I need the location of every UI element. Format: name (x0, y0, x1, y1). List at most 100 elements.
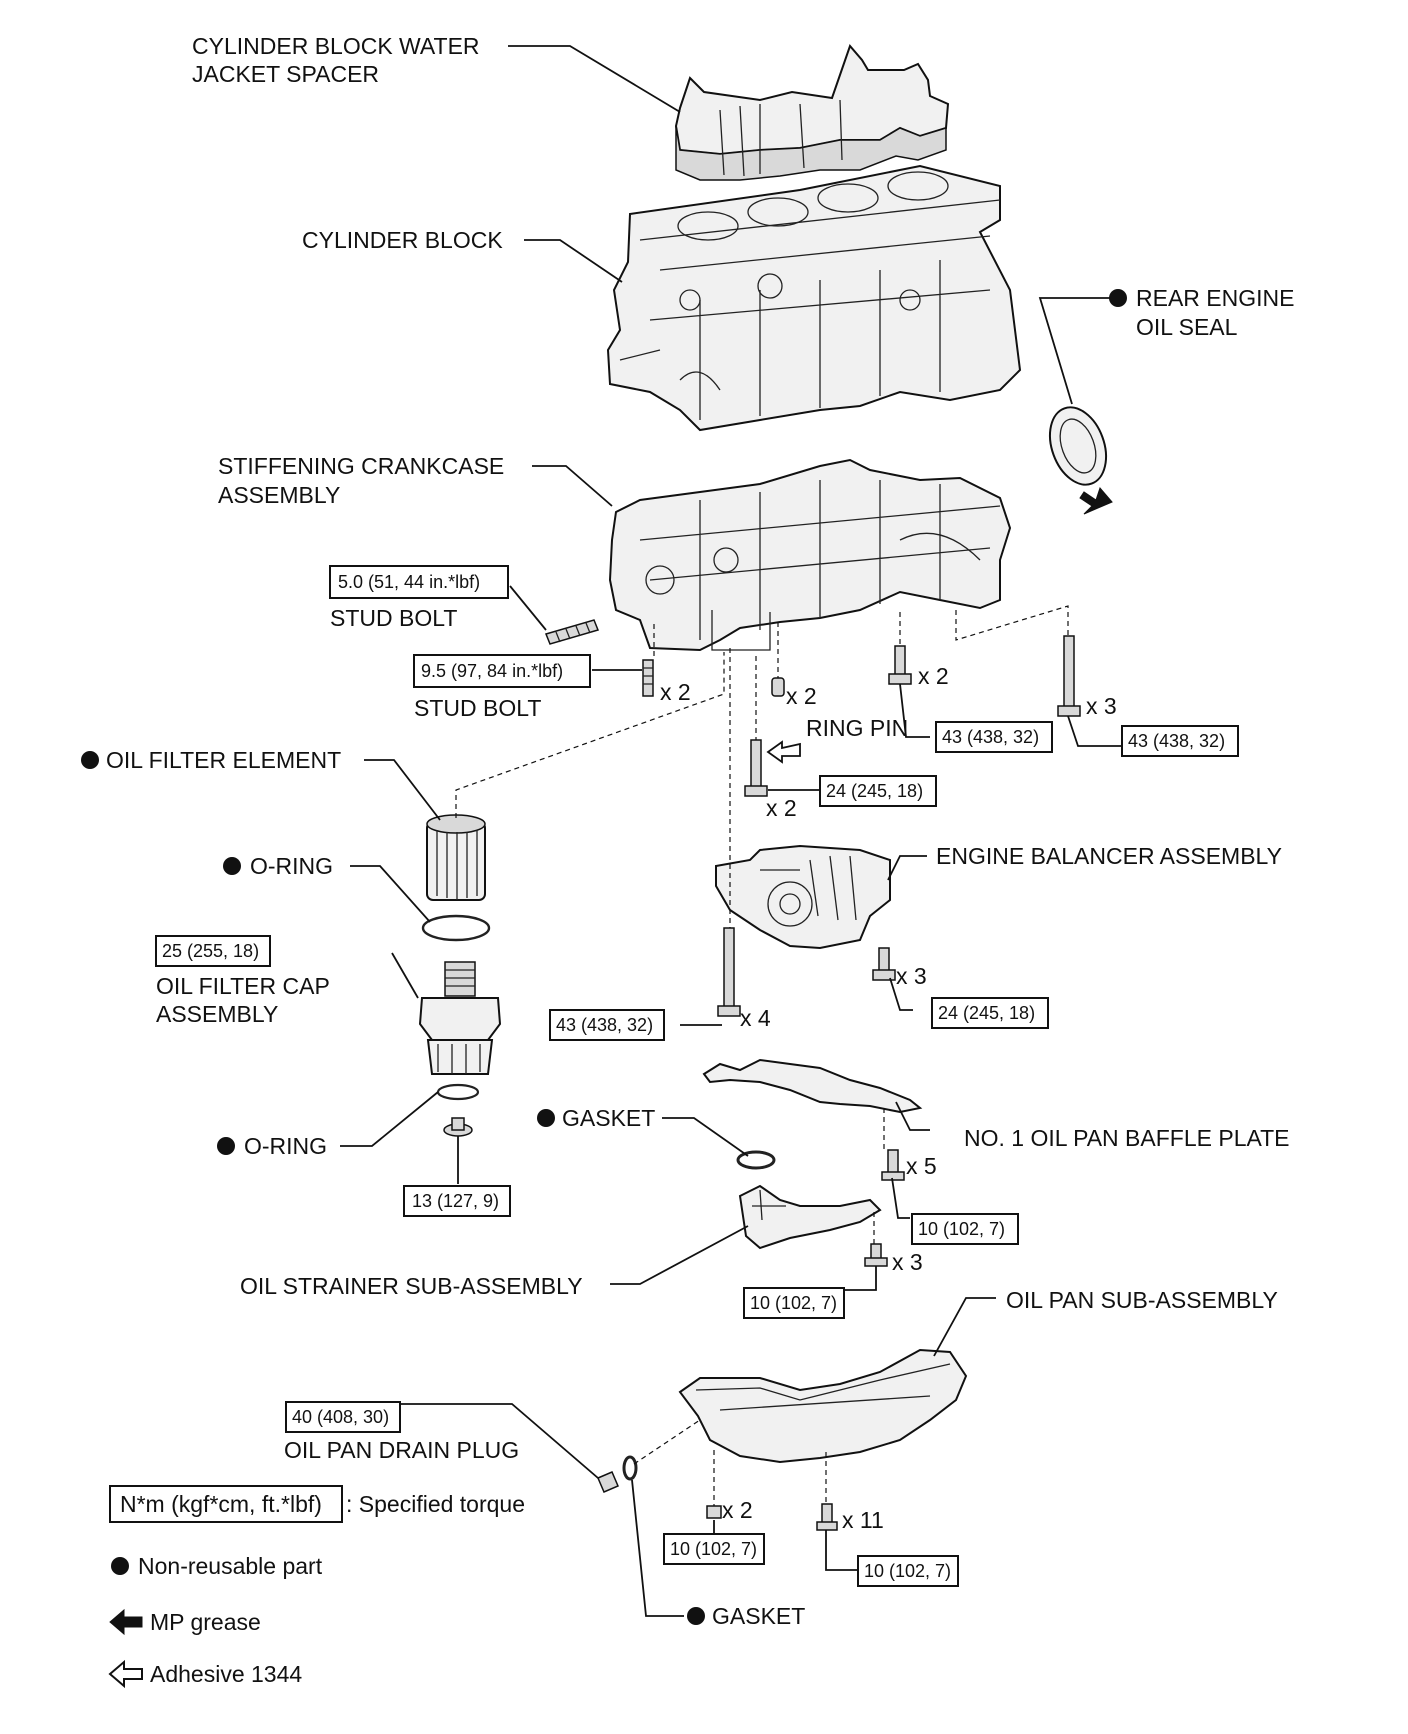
gasket-2-drawing (622, 1455, 638, 1481)
legend-non-reusable-dot-icon (111, 1557, 129, 1575)
filter-drain-plug-drawing (443, 1117, 473, 1137)
label-o-ring-1: O-RING (250, 853, 333, 879)
torque-box-pan-bolt-a (663, 1533, 765, 1565)
torque-balancer-bolt-top: 24 (245, 18) (826, 781, 923, 801)
label-cylinder-block: CYLINDER BLOCK (302, 227, 503, 253)
torque-box-drain-plug (285, 1401, 401, 1433)
qty-baffle-bolt: x 5 (906, 1153, 937, 1179)
oil-filter-cap-drawing (418, 961, 502, 1075)
legend-non-reusable: Non-reusable part (138, 1553, 323, 1579)
pan-bolt-b-drawing (816, 1503, 838, 1531)
drain-plug-drawing (597, 1471, 619, 1493)
o-ring-1-drawing (421, 914, 491, 942)
stiffening-crankcase-drawing (608, 458, 1012, 652)
label-oil-filter-element: OIL FILTER ELEMENT (106, 747, 341, 773)
legend-torque-box-text: N*m (kgf*cm, ft.*lbf) (120, 1491, 322, 1517)
qty-balancer-bolt-bottom: x 3 (896, 963, 927, 989)
qty-balancer-bolt-top: x 2 (766, 795, 797, 821)
o-ring-2-drawing (436, 1083, 480, 1101)
pan-bolt-a-drawing (706, 1505, 722, 1519)
torque-box-oil-filter-cap (155, 935, 271, 967)
label-oil-strainer: OIL STRAINER SUB-ASSEMBLY (240, 1273, 583, 1299)
torque-box-crankcase-bolt-b (1121, 725, 1239, 757)
balancer-bolt-top-drawing (744, 739, 768, 797)
strainer-bolt-drawing (864, 1243, 888, 1267)
qty-crankcase-bolt-a: x 2 (918, 663, 949, 689)
qty-stud-bolt-2: x 2 (660, 679, 691, 705)
label-stiffening-crankcase-1: STIFFENING CRANKCASE (218, 453, 504, 479)
non-reusable-dot-icon (223, 857, 241, 875)
ring-pin-drawing (771, 677, 785, 697)
torque-long-bolt: 43 (438, 32) (556, 1015, 653, 1035)
torque-balancer-bolt-bottom: 24 (245, 18) (938, 1003, 1035, 1023)
torque-box-balancer-bolt-top (819, 775, 937, 807)
torque-box-filter-drain-plug (403, 1185, 511, 1217)
label-oil-filter-cap-2: ASSEMBLY (156, 1001, 278, 1027)
stud-bolt-1-drawing (544, 619, 600, 645)
oil-strainer-drawing (738, 1184, 882, 1250)
torque-filter-drain-plug: 13 (127, 9) (412, 1191, 499, 1211)
torque-crankcase-bolt-b: 43 (438, 32) (1128, 731, 1225, 751)
legend: N*m (kgf*cm, ft.*lbf) : Specified torque… (108, 1485, 525, 1689)
label-o-ring-2: O-RING (244, 1133, 327, 1159)
gasket-1-drawing (736, 1150, 776, 1170)
label-water-jacket-spacer-1: CYLINDER BLOCK WATER (192, 33, 480, 59)
non-reusable-dot-icon (217, 1137, 235, 1155)
torque-oil-filter-cap: 25 (255, 18) (162, 941, 259, 961)
torque-pan-bolt-b: 10 (102, 7) (864, 1561, 951, 1581)
label-engine-balancer: ENGINE BALANCER ASSEMBLY (936, 843, 1282, 869)
crankcase-bolt-b-drawing (1057, 635, 1081, 717)
legend-mp-grease: MP grease (150, 1609, 261, 1635)
baffle-plate-drawing (702, 1058, 923, 1114)
cylinder-block-drawing (606, 164, 1022, 432)
torque-drain-plug: 40 (408, 30) (292, 1407, 389, 1427)
torque-crankcase-bolt-a: 43 (438, 32) (942, 727, 1039, 747)
legend-torque-box (109, 1485, 343, 1523)
label-oil-filter-cap-1: OIL FILTER CAP (156, 973, 330, 999)
water-jacket-spacer-drawing (674, 44, 950, 181)
qty-crankcase-bolt-b: x 3 (1086, 693, 1117, 719)
label-stiffening-crankcase-2: ASSEMBLY (218, 482, 340, 508)
non-reusable-dot-icon (81, 751, 99, 769)
label-stud-bolt-2: STUD BOLT (414, 695, 541, 721)
long-bolt-drawing (717, 927, 741, 1017)
non-reusable-dot-icon (1109, 289, 1127, 307)
label-gasket-1: GASKET (562, 1105, 655, 1131)
torque-box-long-bolt (549, 1009, 665, 1041)
oil-filter-element-drawing (426, 814, 486, 901)
oil-pan-drawing (678, 1348, 968, 1464)
label-rear-oil-seal-2: OIL SEAL (1136, 314, 1238, 340)
stud-bolt-2-drawing (642, 659, 654, 697)
label-baffle-plate: NO. 1 OIL PAN BAFFLE PLATE (964, 1125, 1290, 1151)
label-stud-bolt-1: STUD BOLT (330, 605, 457, 631)
label-rear-oil-seal-1: REAR ENGINE (1136, 285, 1294, 311)
alignment-lines (455, 605, 1069, 1506)
legend-torque-desc: : Specified torque (346, 1491, 525, 1517)
rear-oil-seal-drawing (1048, 406, 1108, 486)
torque-box-stud-bolt-2 (413, 654, 591, 688)
qty-ring-pin: x 2 (786, 683, 817, 709)
adhesive-arrow-icon (766, 740, 801, 764)
baffle-bolt-drawing (881, 1149, 905, 1181)
torque-box-crankcase-bolt-a (935, 721, 1053, 753)
torque-stud-bolt-2: 9.5 (97, 84 in.*lbf) (421, 661, 563, 681)
label-water-jacket-spacer-2: JACKET SPACER (192, 61, 379, 87)
legend-mp-grease-arrow-icon (109, 1608, 143, 1636)
crankcase-bolt-a-drawing (888, 645, 912, 685)
non-reusable-dot-icon (537, 1109, 555, 1127)
torque-box-baffle-bolt (911, 1213, 1019, 1245)
balancer-bolt-bottom-drawing (872, 947, 896, 981)
mp-grease-arrow-icon (1079, 487, 1113, 515)
non-reusable-dot-icon (687, 1607, 705, 1625)
legend-adhesive: Adhesive 1344 (150, 1661, 302, 1687)
torque-box-stud-bolt-1 (329, 565, 509, 599)
torque-stud-bolt-1: 5.0 (51, 44 in.*lbf) (338, 572, 480, 592)
legend-adhesive-arrow-icon (108, 1659, 143, 1689)
label-gasket-2: GASKET (712, 1603, 805, 1629)
label-oil-pan: OIL PAN SUB-ASSEMBLY (1006, 1287, 1278, 1313)
torque-box-pan-bolt-b (857, 1555, 959, 1587)
qty-pan-bolt-b: x 11 (842, 1507, 884, 1533)
qty-long-bolt: x 4 (740, 1005, 771, 1031)
engine-balancer-drawing (715, 844, 891, 950)
